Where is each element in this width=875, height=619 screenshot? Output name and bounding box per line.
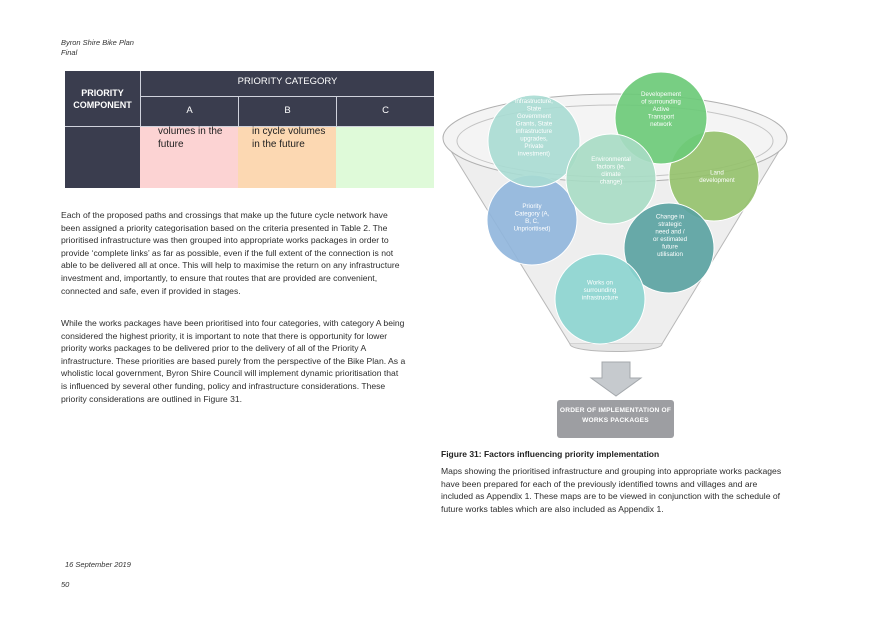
circle-works-surrounding — [554, 253, 646, 345]
body-paragraph-2: While the works packages have been prior… — [61, 318, 406, 404]
document-title: Byron Shire Bike Plan — [61, 38, 134, 47]
circle-funding-sources — [487, 94, 581, 188]
circle-land-development — [668, 130, 760, 222]
column-header-c: C — [336, 97, 434, 127]
body-paragraph-1: Each of the proposed paths and crossings… — [61, 210, 400, 296]
category-b-text: in cycle volumes in the future — [252, 126, 326, 150]
circle-change-strategic-need — [623, 202, 715, 294]
circle-active-transport — [614, 71, 708, 165]
figure-caption: Figure 31: Factors influencing priority … — [441, 449, 660, 459]
page-header: Byron Shire Bike Plan Final — [61, 38, 134, 58]
document-status: Final — [61, 48, 78, 57]
column-header-a: A — [140, 97, 238, 127]
category-c-cell — [336, 127, 434, 188]
priority-category-header: PRIORITY CATEGORY — [140, 71, 434, 97]
category-a-text: volumes in the future — [158, 126, 223, 150]
page-number: 50 — [61, 580, 70, 589]
priority-component-header: PRIORITY COMPONENT — [65, 71, 140, 127]
body-paragraph-3: Maps showing the prioritised infrastruct… — [441, 466, 782, 514]
down-arrow-icon — [589, 361, 643, 397]
category-a-cell: volumes in the future — [140, 126, 238, 188]
footer-date: 16 September 2019 — [65, 560, 131, 569]
funnel-bottom — [569, 343, 663, 352]
category-b-cell: in cycle volumes in the future — [238, 126, 336, 188]
column-header-b: B — [238, 97, 336, 127]
output-box — [557, 400, 674, 438]
component-cell — [65, 127, 140, 188]
priority-table: PRIORITY COMPONENT PRIORITY CATEGORY A B… — [65, 71, 434, 188]
circle-environmental — [565, 133, 657, 225]
